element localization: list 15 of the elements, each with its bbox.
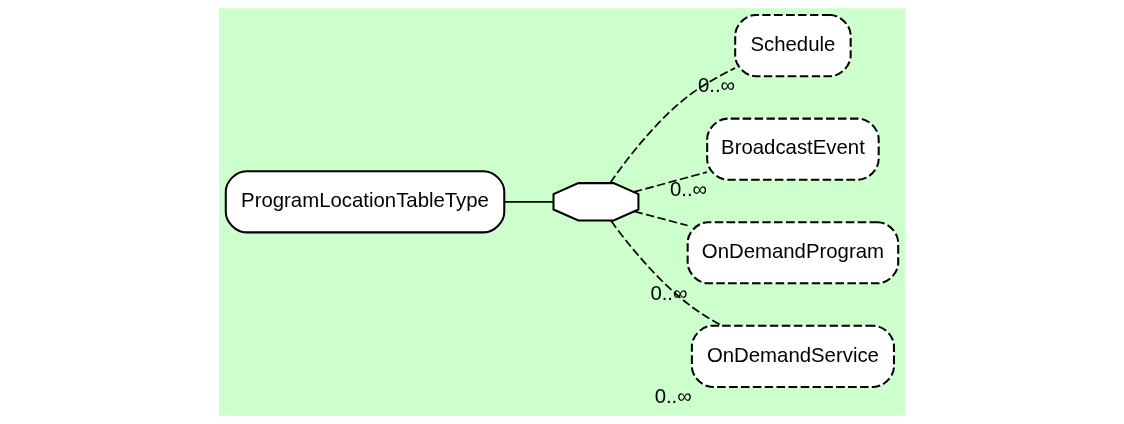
connector [633, 210, 689, 227]
node-box: Schedule [734, 14, 852, 78]
node-label: 0..∞ [697, 74, 736, 97]
connector [610, 220, 723, 327]
node-box: OnDemandProgram [686, 221, 900, 285]
connector [633, 171, 708, 193]
node-box: BroadcastEvent [706, 117, 880, 181]
connector [609, 67, 736, 184]
node-label: 0..∞ [650, 281, 688, 304]
node-box: ProgramLocationTableType [224, 170, 506, 234]
node-label: 0..∞ [669, 178, 708, 201]
node-box: OnDemandService [690, 324, 895, 388]
node-octagon [552, 182, 640, 222]
node-label: 0..∞ [654, 385, 692, 408]
connector [503, 200, 555, 203]
